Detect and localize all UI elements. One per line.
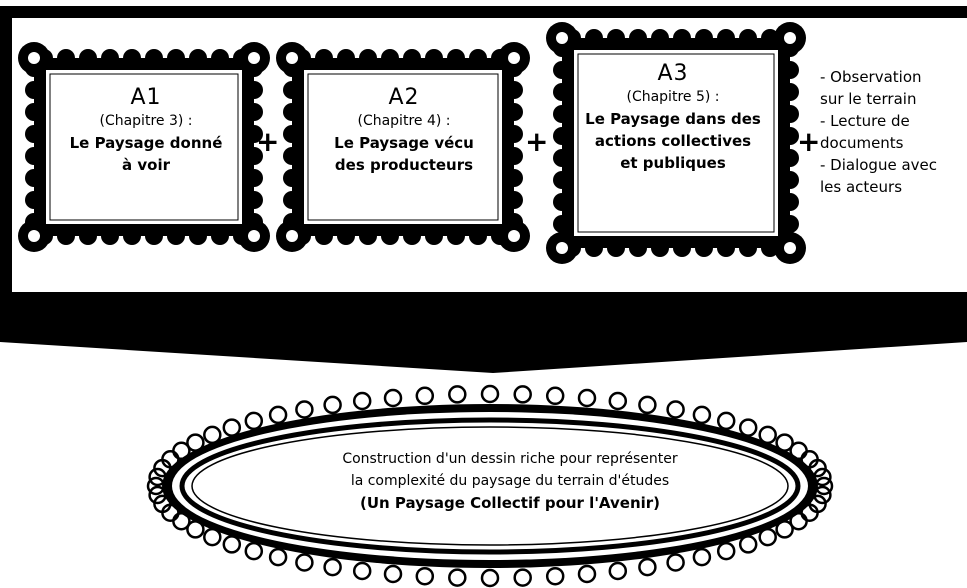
frame-a2-chapter: (Chapitre 4) : — [357, 113, 451, 129]
note-line: - Lecture de — [820, 112, 910, 130]
frame-a1-title: Le Paysage donné à voir — [69, 134, 223, 174]
frame-a2-text: A2 (Chapitre 4) : Le Paysage vécu des pr… — [316, 86, 492, 176]
frame-a3-chapter: (Chapitre 5) : — [626, 89, 720, 105]
method-notes: - Observation sur le terrain - Lecture d… — [820, 66, 966, 198]
result-line-2: la complexité du paysage du terrain d'ét… — [350, 473, 670, 489]
result-line-3: (Un Paysage Collectif pour l'Avenir) — [359, 494, 661, 512]
result-text: Construction d'un dessin riche pour repr… — [300, 448, 720, 514]
result-line-1: Construction d'un dessin riche pour repr… — [342, 451, 678, 467]
note-line: - Dialogue avec — [820, 156, 938, 174]
note-line: les acteurs — [820, 178, 903, 196]
frame-a3-title: Le Paysage dans des actions collectives … — [585, 110, 761, 172]
note-line: sur le terrain — [820, 90, 917, 108]
result-oval — [146, 384, 834, 588]
frame-a3 — [546, 22, 806, 264]
plus-sign-2: + — [525, 125, 549, 158]
frame-a3-text: A3 (Chapitre 5) : Le Paysage dans des ac… — [580, 62, 766, 174]
frame-a1-chapter: (Chapitre 3) : — [99, 113, 193, 129]
frame-a2-title: Le Paysage vécu des producteurs — [334, 134, 474, 174]
plus-sign-3: + — [797, 125, 821, 158]
frame-a3-code: A3 — [657, 61, 689, 86]
frame-a1 — [18, 42, 270, 252]
note-line: - Observation — [820, 68, 922, 86]
frame-a2 — [276, 42, 530, 252]
plus-sign-1: + — [256, 125, 280, 158]
frame-a2-code: A2 — [388, 85, 420, 110]
frame-a1-code: A1 — [130, 85, 162, 110]
note-line: documents — [820, 134, 904, 152]
frame-a1-text: A1 (Chapitre 3) : Le Paysage donné à voi… — [58, 86, 234, 176]
